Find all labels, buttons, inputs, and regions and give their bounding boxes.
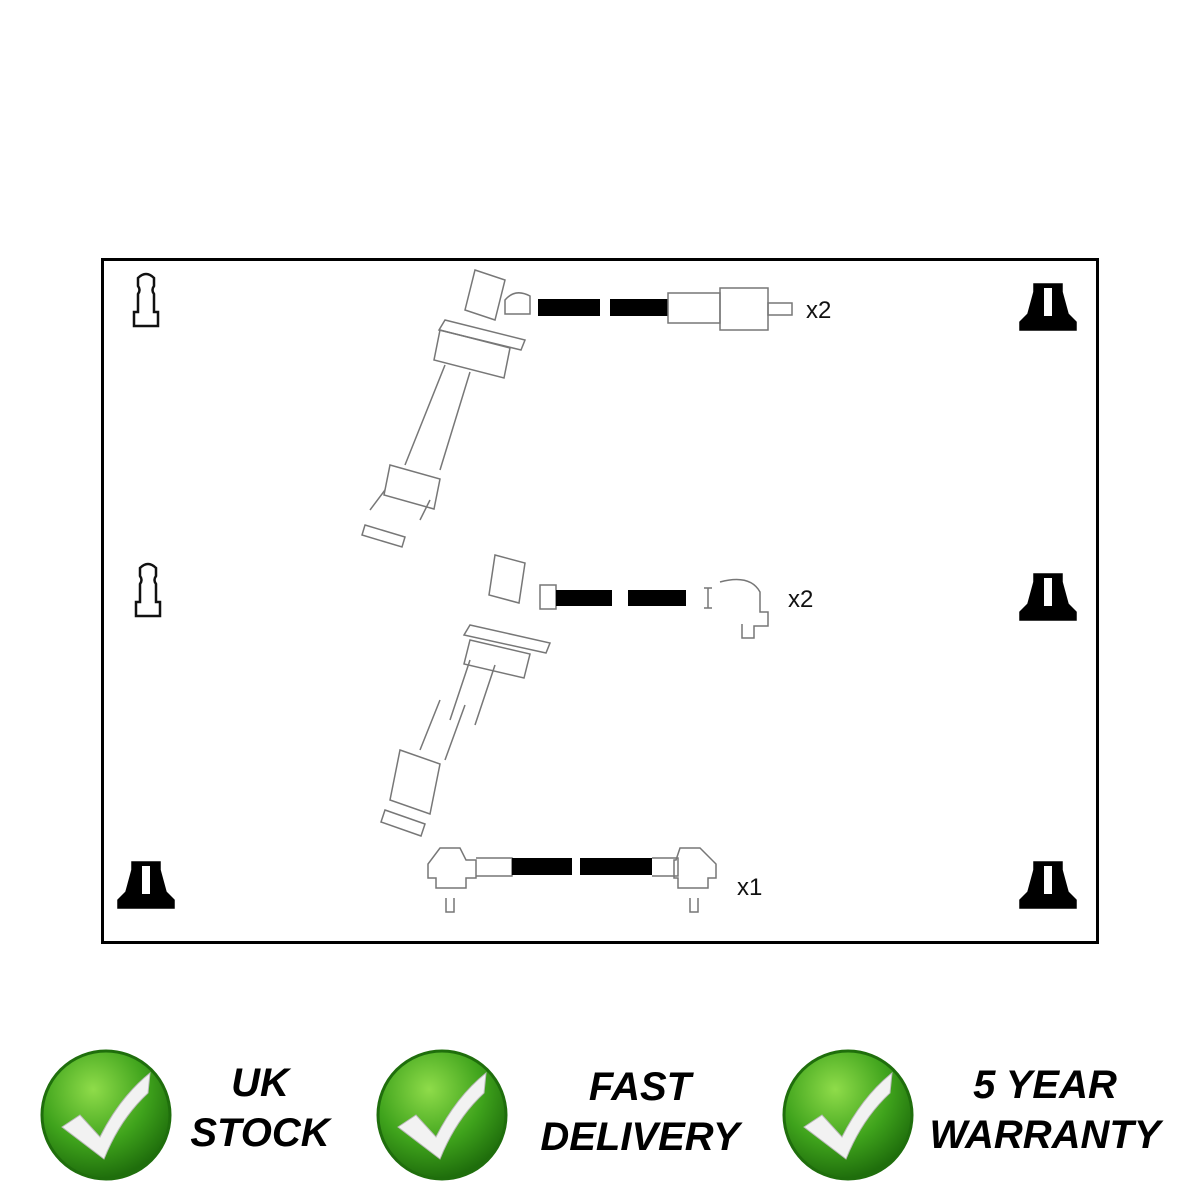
coil-boot-icon [1019, 573, 1077, 621]
cable-segment [512, 858, 572, 875]
badge-line-1: UK [231, 1061, 289, 1105]
coil-boot-icon [1019, 861, 1077, 909]
lead-2-quantity: x2 [788, 586, 814, 613]
coil-boot-icon [117, 861, 175, 909]
cable-segment [628, 590, 686, 606]
badge-line-2: WARRANTY [929, 1113, 1161, 1157]
spark-plug-terminal-icon [132, 272, 160, 328]
cable-segment [538, 299, 600, 316]
diagram-frame [101, 258, 1099, 944]
badge-line-1: FAST [588, 1065, 692, 1109]
badge-line-2: DELIVERY [540, 1115, 740, 1159]
cable-segment [610, 299, 668, 316]
lead-1-quantity: x2 [806, 297, 832, 324]
lead-1-drawing [361, 269, 793, 548]
lead-2-drawing [380, 554, 769, 837]
badge-line-1: 5 YEAR [973, 1063, 1117, 1107]
cable-segment [556, 590, 612, 606]
spark-plug-terminal-icon [134, 562, 162, 618]
cable-segment [580, 858, 652, 875]
coil-boot-icon [1019, 283, 1077, 331]
ignition-leads-diagram [117, 269, 1077, 913]
lead-3-quantity: x1 [737, 874, 763, 901]
badge-line-2: STOCK [190, 1111, 330, 1155]
lead-3-drawing [427, 847, 717, 913]
